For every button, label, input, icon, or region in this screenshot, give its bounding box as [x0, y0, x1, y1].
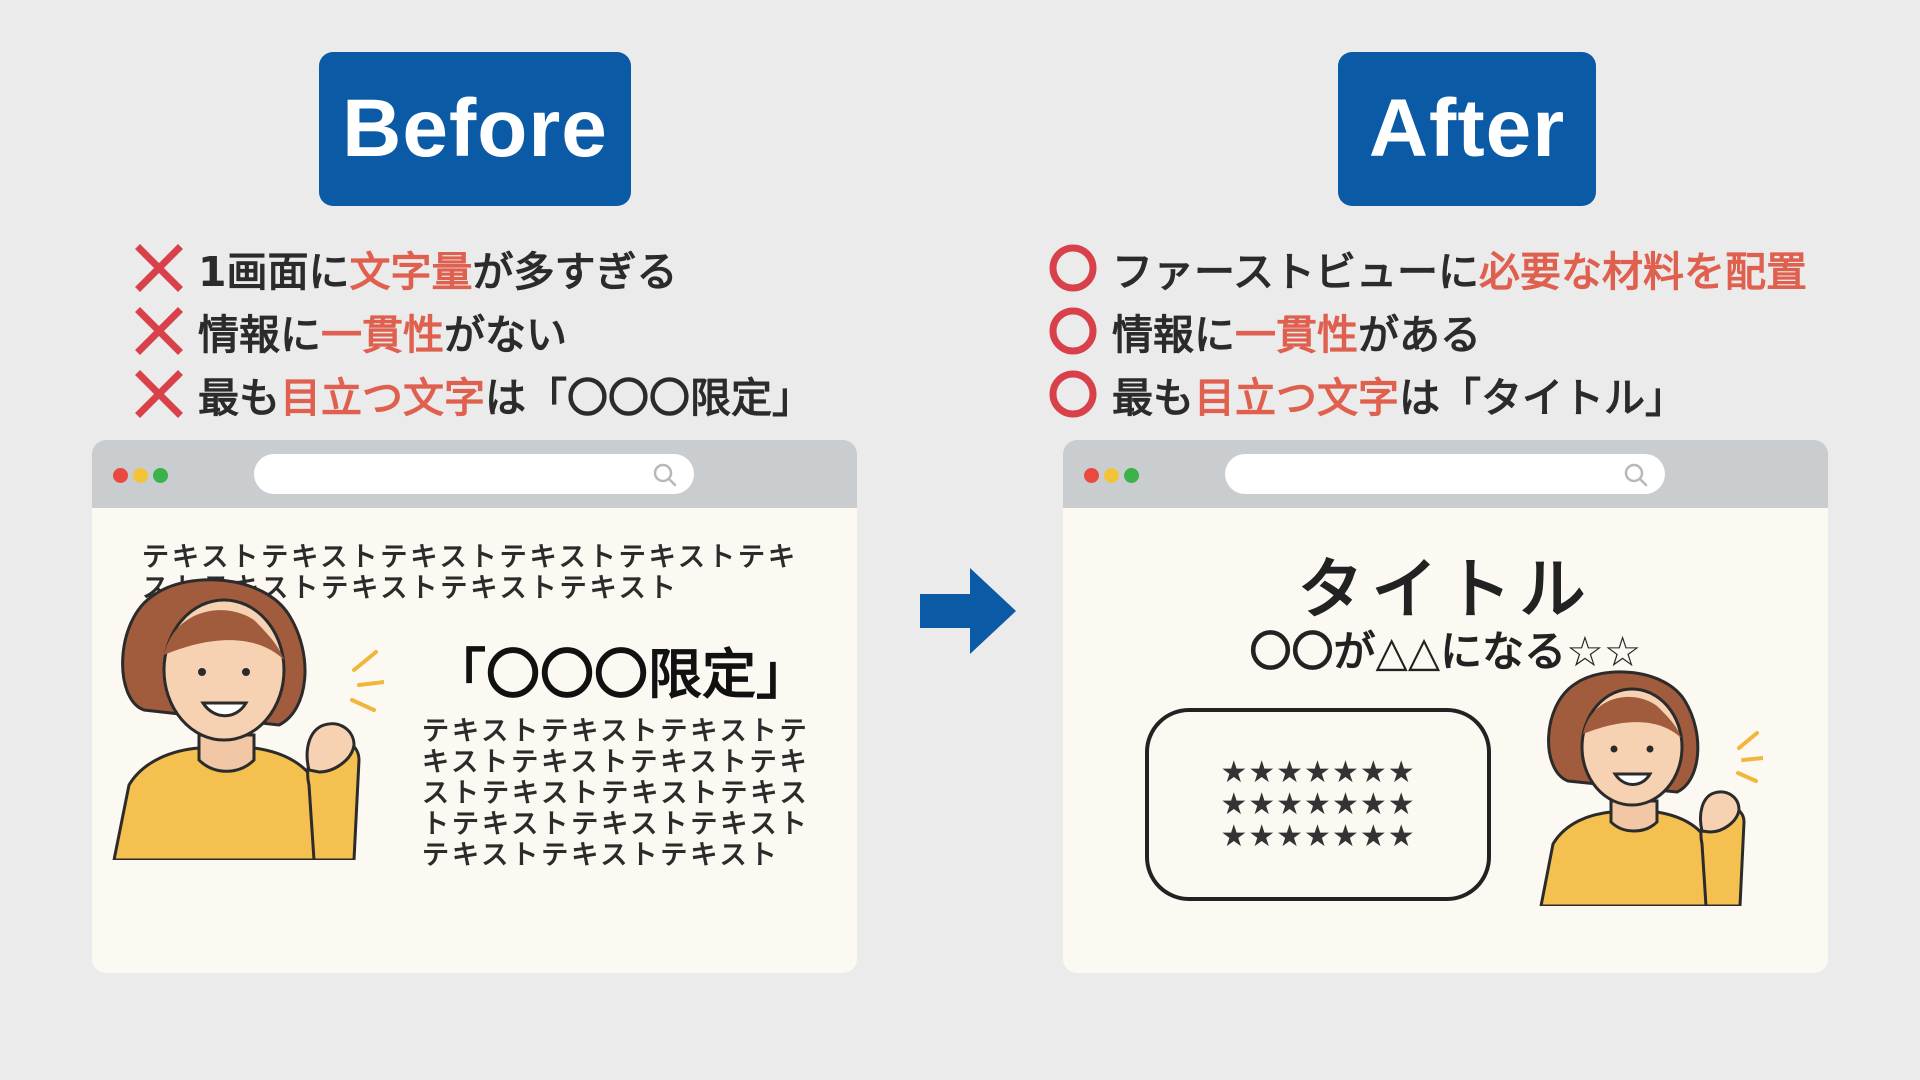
star-row: ★★★★★★★ — [1220, 754, 1416, 790]
browser-toolbar — [1063, 440, 1828, 508]
point-highlight: 一貫性 — [1235, 310, 1358, 359]
window-close-dot — [1084, 468, 1099, 483]
point-text: 情報に — [198, 310, 321, 359]
point-highlight: 目立つ文字 — [280, 373, 485, 422]
body-text-side: テキストテキストテキストテキストテキストテキストテキストテキストテキストテキスト… — [422, 716, 810, 871]
after-points: ファーストビューに必要な材料を配置 情報に一貫性がある 最も目立つ文字は「タイト… — [1044, 236, 1920, 425]
cross-icon — [135, 243, 183, 292]
window-close-dot — [113, 468, 128, 483]
after-badge: After — [1338, 52, 1596, 206]
after-browser-window: タイトル 〇〇が△△になる☆☆ ★★★★★★★ ★★★★★★★ ★★★★★★★ — [1063, 440, 1828, 973]
circle-icon — [1049, 370, 1097, 417]
point-text: が多すぎる — [472, 247, 678, 296]
before-point-1: 1画面に文字量が多すぎる — [130, 236, 1030, 299]
browser-toolbar — [92, 440, 857, 508]
star-card: ★★★★★★★ ★★★★★★★ ★★★★★★★ — [1145, 708, 1491, 901]
before-browser-window: テキストテキストテキストテキストテキストテキストテキストテキストテキストテキスト… — [92, 440, 857, 973]
search-bar — [1225, 454, 1665, 494]
arrow-right-icon — [920, 568, 1016, 654]
search-icon — [1624, 463, 1648, 487]
after-point-3: 最も目立つ文字は「タイトル」 — [1044, 362, 1920, 425]
point-text: 最も — [1112, 373, 1194, 422]
headline-limited: 「〇〇〇限定」 — [432, 643, 810, 706]
before-panel: Before 1画面に文字量が多すぎる 情報に一貫性がない 最も目立つ文字は「〇… — [92, 0, 857, 1080]
before-point-2: 情報に一貫性がない — [130, 299, 1030, 362]
point-highlight: 必要な材料を配置 — [1478, 247, 1807, 296]
point-text: は「タイトル」 — [1399, 373, 1686, 422]
window-minimize-dot — [1104, 468, 1119, 483]
star-row: ★★★★★★★ — [1220, 786, 1416, 822]
point-text: がある — [1358, 310, 1481, 359]
point-text: 1画面に — [198, 247, 350, 296]
cross-icon — [135, 306, 183, 355]
point-text: 情報に — [1112, 310, 1235, 359]
window-maximize-dot — [1124, 468, 1139, 483]
cross-icon — [135, 369, 183, 418]
point-text: ファーストビューに — [1112, 247, 1479, 296]
window-maximize-dot — [153, 468, 168, 483]
before-point-3: 最も目立つ文字は「〇〇〇限定」 — [130, 362, 1030, 425]
point-highlight: 文字量 — [349, 247, 473, 296]
window-minimize-dot — [133, 468, 148, 483]
woman-illustration-icon — [1539, 670, 1763, 906]
star-row: ★★★★★★★ — [1220, 818, 1416, 854]
search-bar — [254, 454, 694, 494]
circle-icon — [1049, 244, 1097, 291]
point-text: がない — [444, 310, 567, 359]
search-icon — [653, 463, 677, 487]
woman-illustration-icon — [112, 578, 384, 860]
page-subtitle: 〇〇が△△になる☆☆ — [1249, 627, 1642, 676]
point-text: は「〇〇〇限定」 — [485, 373, 813, 422]
after-panel: After ファーストビューに必要な材料を配置 情報に一貫性がある 最も目立つ文… — [1049, 0, 1828, 1080]
after-point-2: 情報に一貫性がある — [1044, 299, 1920, 362]
point-text: 最も — [198, 373, 280, 422]
before-points: 1画面に文字量が多すぎる 情報に一貫性がない 最も目立つ文字は「〇〇〇限定」 — [130, 236, 1030, 425]
page-title: タイトル — [1297, 551, 1594, 628]
before-badge: Before — [319, 52, 631, 206]
circle-icon — [1049, 307, 1097, 354]
point-highlight: 一貫性 — [321, 310, 444, 359]
after-point-1: ファーストビューに必要な材料を配置 — [1044, 236, 1920, 299]
point-highlight: 目立つ文字 — [1194, 373, 1399, 422]
